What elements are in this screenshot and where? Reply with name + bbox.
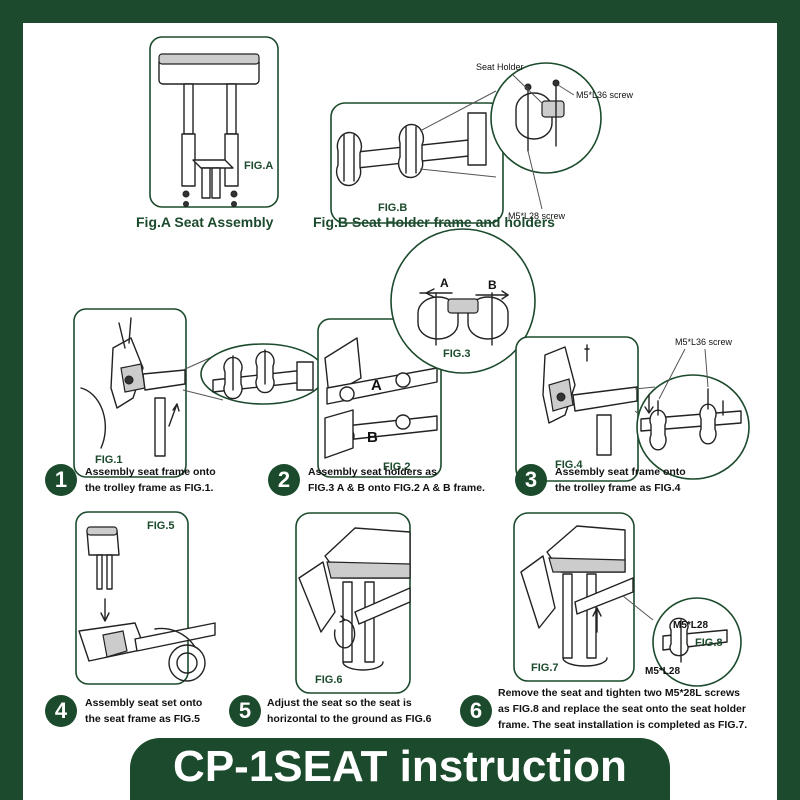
step-1-number: 1 (45, 464, 77, 496)
figure-1: FIG.1 (73, 308, 328, 480)
caption-fig-b: Fig.B Seat Holder frame and holders (313, 214, 555, 230)
figure-3: A B FIG.3 (388, 228, 538, 374)
step-5-line-2: horizontal to the ground as FIG.6 (267, 713, 432, 725)
fig-b-label: FIG.B (378, 202, 407, 214)
fig-3-b-label: B (488, 278, 497, 292)
fig-2-a-label: A (371, 377, 382, 394)
step-6-line-1: Remove the seat and tighten two M5*28L s… (498, 687, 740, 699)
figure-2: A B FIG.2 (317, 318, 443, 480)
figure-b-holder-frame: FIG.B Seat Holder M5*L36 screw M5*L28 sc… (328, 51, 634, 231)
fig-3-label: FIG.3 (443, 348, 471, 360)
step-4-line-1: Assembly seat set onto (85, 697, 203, 709)
fig-8-label: FIG.8 (695, 637, 723, 649)
step-4-number: 4 (45, 695, 77, 727)
step-5-number: 5 (229, 695, 261, 727)
step-2-line-2: FIG.3 A & B onto FIG.2 A & B frame. (308, 482, 485, 494)
step-3-number: 3 (515, 464, 547, 496)
step-6-line-3: frame. The seat installation is complete… (498, 719, 748, 731)
step-3-line-1: Assembly seat frame onto (555, 466, 686, 478)
figure-7: FIG.7 M5*L28 M5*L28 FIG.8 (513, 512, 763, 697)
m5-l28-screw-callout: M5*L28 screw (508, 211, 566, 221)
step-1-line-1: Assembly seat frame onto (85, 466, 216, 478)
fig-2-label: FIG.2 (383, 461, 411, 473)
fig-4-m5-l36-callout: M5*L36 screw (675, 337, 733, 347)
step-6-line-2: as FIG.8 and replace the seat onto the s… (498, 703, 746, 715)
step-4-line-2: the seat frame as FIG.5 (85, 713, 200, 725)
step-2-line-1: Assembly seat holders as (308, 466, 437, 478)
fig-a-label: FIG.A (244, 160, 273, 172)
figure-a-seat-assembly: FIG.A (149, 36, 279, 208)
fig-6-label: FIG.6 (315, 674, 343, 686)
fig-3-a-label: A (440, 276, 449, 290)
fig-5-label: FIG.5 (147, 520, 175, 532)
seat-holder-callout: Seat Holder (476, 62, 524, 72)
fig-8-bottom-screw-callout: M5*L28 (645, 666, 680, 677)
step-3-line-2: the trolley frame as FIG.4 (555, 482, 681, 494)
step-2-number: 2 (268, 464, 300, 496)
figure-4: FIG.4 M5*L36 screw (515, 315, 765, 485)
fig-8-top-screw-callout: M5*L28 (673, 620, 708, 631)
step-5-line-1: Adjust the seat so the seat is (267, 697, 412, 709)
fig-7-label: FIG.7 (531, 662, 559, 674)
fig-1-label: FIG.1 (95, 454, 123, 466)
caption-fig-a: Fig.A Seat Assembly (136, 214, 274, 230)
fig-4-label: FIG.4 (555, 459, 583, 471)
step-6-number: 6 (460, 695, 492, 727)
sheet-area: FIG.A FIG.B (23, 23, 777, 800)
fig-2-b-label: B (367, 429, 378, 446)
footer-banner: CP-1SEAT instruction (130, 738, 670, 800)
figure-5: FIG.5 (75, 511, 225, 691)
footer-title: CP-1SEAT instruction (173, 742, 627, 791)
m5-l36-screw-callout: M5*L36 screw (576, 90, 634, 100)
figure-6: FIG.6 (295, 512, 413, 694)
step-1-line-2: the trolley frame as FIG.1. (85, 482, 214, 494)
